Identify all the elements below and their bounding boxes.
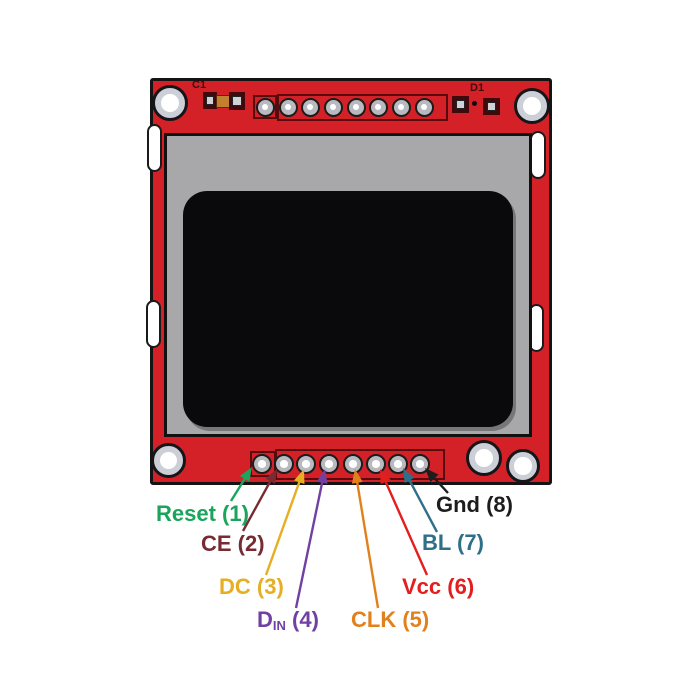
bottom-pin-8 (410, 454, 430, 474)
mounting-hole-top-right (514, 88, 550, 124)
label-bl: BL (7) (422, 530, 484, 555)
lcd-screen (183, 191, 513, 427)
top-pin-2 (278, 97, 298, 117)
top-pin-1 (255, 97, 275, 117)
d1-pad-left (452, 96, 469, 113)
top-pin-6 (368, 97, 388, 117)
label-din-subscript: IN (272, 618, 286, 633)
hole-inner (474, 448, 494, 468)
mounting-hole-top-left (152, 85, 188, 121)
top-header-pin1-box (253, 95, 277, 119)
top-pin-5 (346, 97, 366, 117)
edge-slot-left-mid (146, 300, 161, 348)
d1-pad-right (483, 98, 500, 115)
top-pin-4 (323, 97, 343, 117)
top-header-outline (277, 94, 448, 121)
mounting-hole-bottom-left (151, 443, 186, 478)
label-din-rest: (4) (285, 607, 319, 632)
silkscreen-c1-label: C1 (192, 79, 207, 91)
c1-pad-left (203, 92, 217, 109)
bottom-pin-7 (388, 454, 408, 474)
c1-pad-right (229, 92, 245, 110)
top-pin-7 (391, 97, 411, 117)
label-din: DIN (4) (257, 607, 319, 633)
label-ce: CE (2) (201, 531, 265, 556)
bottom-pin-5 (343, 454, 363, 474)
bottom-pin-6 (366, 454, 386, 474)
hole-inner (160, 93, 180, 113)
label-gnd: Gnd (8) (436, 492, 513, 517)
edge-slot-left-top (147, 124, 162, 172)
edge-slot-right-top (530, 131, 546, 179)
label-clk: CLK (5) (351, 607, 430, 632)
bottom-pin-1 (252, 454, 272, 474)
hole-inner (522, 96, 542, 116)
hole-inner (159, 451, 178, 470)
hole-inner (514, 457, 532, 475)
d1-dot (472, 101, 477, 106)
label-vcc: Vcc (6) (402, 574, 475, 599)
arrow-din (294, 469, 328, 609)
label-reset: Reset (1) (156, 501, 249, 526)
bottom-pin-3 (296, 454, 316, 474)
top-pin-3 (300, 97, 320, 117)
top-pin-8 (414, 97, 434, 117)
bottom-pin-4 (319, 454, 339, 474)
arrow-clk (351, 469, 380, 609)
bottom-pin-2 (274, 454, 294, 474)
mounting-hole-bottom-right-corner (506, 449, 540, 483)
mounting-hole-bottom-right-inner (466, 440, 502, 476)
label-dc: DC (3) (219, 574, 284, 599)
silkscreen-d1-label: D1 (470, 82, 485, 94)
label-din-main: D (257, 607, 273, 632)
